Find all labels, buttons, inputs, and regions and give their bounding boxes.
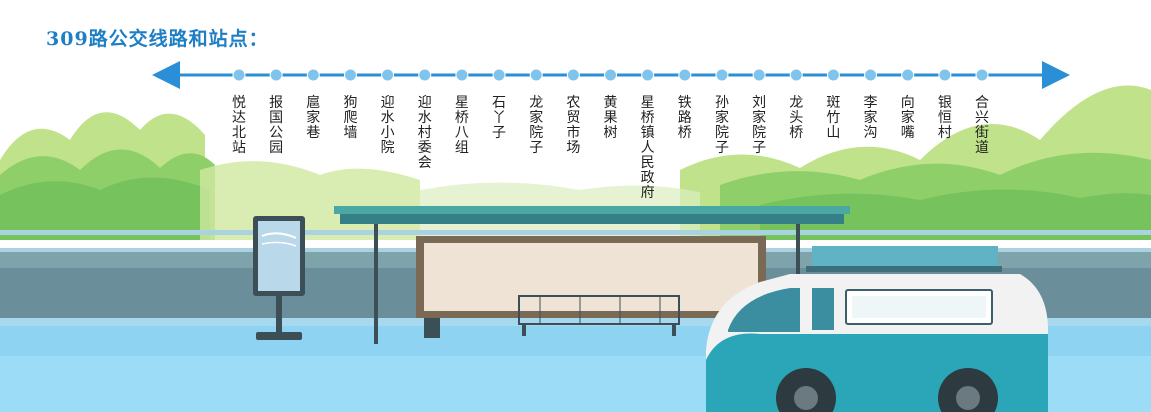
stop-label: 迎水小院 xyxy=(380,95,395,156)
info-board-icon xyxy=(253,216,305,340)
stop-label: 星桥镇人民政府 xyxy=(640,95,655,201)
stop-dot xyxy=(901,68,915,82)
stop-dot xyxy=(232,68,246,82)
stop-dot xyxy=(789,68,803,82)
bench-icon xyxy=(518,295,680,336)
stop-dot xyxy=(529,68,543,82)
stop-dot xyxy=(455,68,469,82)
stop-dot xyxy=(566,68,580,82)
stop-label: 孙家院子 xyxy=(714,95,729,156)
stop-label: 龙头桥 xyxy=(789,95,804,141)
page-title: 309路公交线路和站点： xyxy=(46,28,269,50)
stop-dot xyxy=(343,68,357,82)
curb xyxy=(0,318,1151,326)
stop-label: 铁路桥 xyxy=(677,95,692,141)
stop-dot xyxy=(418,68,432,82)
bus-shelter-icon xyxy=(334,206,850,344)
stop-label: 银恒村 xyxy=(937,95,952,141)
stop-label: 向家嘴 xyxy=(900,95,915,141)
arrow-left-icon xyxy=(152,61,180,89)
stop-dot xyxy=(306,68,320,82)
stop-label: 狗爬墙 xyxy=(343,95,358,141)
stop-dot xyxy=(269,68,283,82)
stop-label: 石丫子 xyxy=(492,95,507,141)
stop-label: 星桥八组 xyxy=(454,95,469,156)
stop-dot xyxy=(864,68,878,82)
stop-dot xyxy=(641,68,655,82)
stop-label: 刘家院子 xyxy=(752,95,767,156)
stop-dot xyxy=(381,68,395,82)
stop-dot xyxy=(715,68,729,82)
stop-label: 迎水村委会 xyxy=(417,95,432,171)
stop-dot xyxy=(604,68,617,82)
stop-dots xyxy=(232,68,989,82)
stop-label: 龙家院子 xyxy=(529,95,544,156)
stop-label: 扈家巷 xyxy=(306,95,321,141)
stop-dot xyxy=(678,68,692,82)
bus-icon xyxy=(706,246,1048,412)
stop-label: 斑竹山 xyxy=(826,95,841,141)
stop-label: 悦达北站 xyxy=(232,95,246,156)
stop-dot xyxy=(752,68,766,82)
stop-label: 李家沟 xyxy=(863,95,878,141)
stop-label: 报国公园 xyxy=(269,95,284,156)
stop-dot xyxy=(975,68,989,82)
stop-label: 合兴街道 xyxy=(975,95,989,156)
stop-dot xyxy=(826,68,840,82)
stop-label: 黄果树 xyxy=(603,95,618,141)
stop-dot xyxy=(938,68,952,82)
arrow-right-icon xyxy=(1042,61,1070,89)
stop-dot xyxy=(492,68,506,82)
route-line xyxy=(152,61,1070,89)
stop-label: 农贸市场 xyxy=(566,95,581,156)
